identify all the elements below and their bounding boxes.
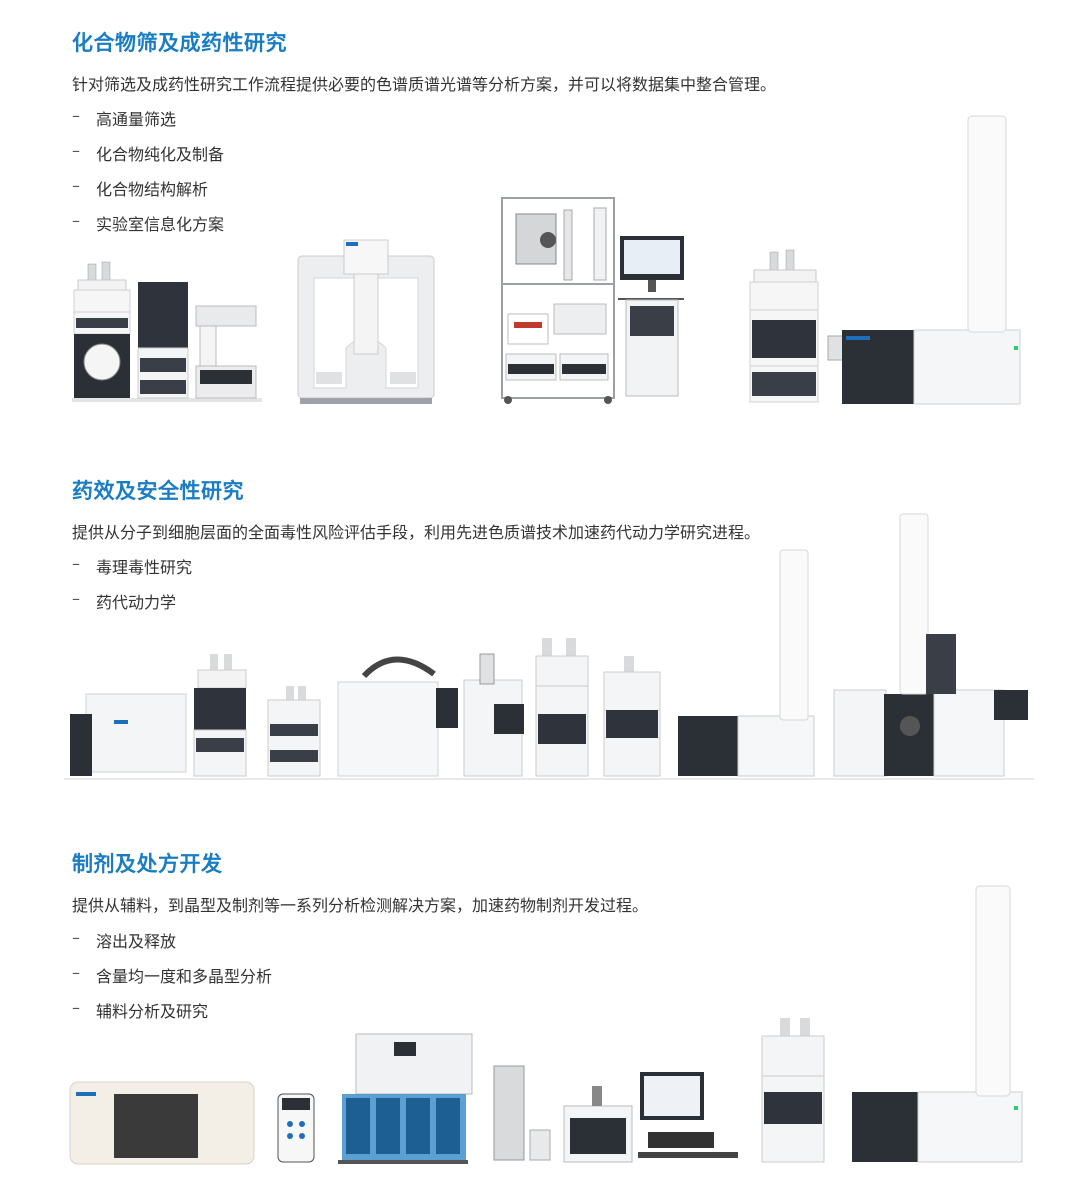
list-item-label: 实验室信息化方案 [96,215,225,234]
list-item-label: 化合物结构解析 [96,180,209,199]
lc-ms-system-image [749,115,1021,405]
section-formulation-development: 制剂及处方开发 提供从辅料，到晶型及制剂等一系列分析检测解决方案，加速药物制剂开… [0,820,1080,1177]
lc-system-image [72,261,262,402]
bullet-list: –溶出及释放 –含量均一度和多晶型分析 –辅料分析及研究 [72,928,272,1033]
liquid-handler-image [297,239,435,404]
section-title: 化合物筛及成药性研究 [72,31,287,55]
instrument-lineup-image [69,885,1023,1165]
dash-icon: – [72,589,80,608]
list-item-label: 溶出及释放 [96,932,177,951]
bullet-list: –毒理毒性研究 –药代动力学 [72,554,192,624]
list-item-label: 毒理毒性研究 [96,558,193,577]
section-title: 药效及安全性研究 [72,479,244,503]
section-description: 提供从分子到细胞层面的全面毒性风险评估手段，利用先进色质谱技术加速药代动力学研究… [72,523,761,542]
list-item-label: 辅料分析及研究 [96,1002,209,1021]
list-item: –毒理毒性研究 [72,554,192,589]
automation-workstation-image [501,197,684,404]
list-item-label: 药代动力学 [96,593,177,612]
dash-icon: – [72,928,80,947]
section-compound-screening: 化合物筛及成药性研究 针对筛选及成药性研究工作流程提供必要的色谱质谱光谱等分析方… [0,0,1080,420]
list-item: –实验室信息化方案 [72,211,224,246]
dash-icon: – [72,106,80,125]
dash-icon: – [72,176,80,195]
list-item: –含量均一度和多晶型分析 [72,963,272,998]
dash-icon: – [72,998,80,1017]
section-description: 提供从辅料，到晶型及制剂等一系列分析检测解决方案，加速药物制剂开发过程。 [72,896,649,915]
dash-icon: – [72,141,80,160]
list-item-label: 高通量筛选 [96,110,177,129]
section-efficacy-safety: 药效及安全性研究 提供从分子到细胞层面的全面毒性风险评估手段，利用先进色质谱技术… [0,420,1080,820]
list-item: –辅料分析及研究 [72,998,272,1033]
instrument-lineup-image [64,513,1034,780]
list-item: –化合物纯化及制备 [72,141,224,176]
section-description: 针对筛选及成药性研究工作流程提供必要的色谱质谱光谱等分析方案，并可以将数据集中整… [72,75,777,94]
list-item: –溶出及释放 [72,928,272,963]
list-item: –化合物结构解析 [72,176,224,211]
section-title: 制剂及处方开发 [72,852,223,876]
list-item: –药代动力学 [72,589,192,624]
list-item: –高通量筛选 [72,106,224,141]
list-item-label: 含量均一度和多晶型分析 [96,967,273,986]
bullet-list: –高通量筛选 –化合物纯化及制备 –化合物结构解析 –实验室信息化方案 [72,106,224,246]
dash-icon: – [72,211,80,230]
dash-icon: – [72,554,80,573]
list-item-label: 化合物纯化及制备 [96,145,225,164]
dash-icon: – [72,963,80,982]
